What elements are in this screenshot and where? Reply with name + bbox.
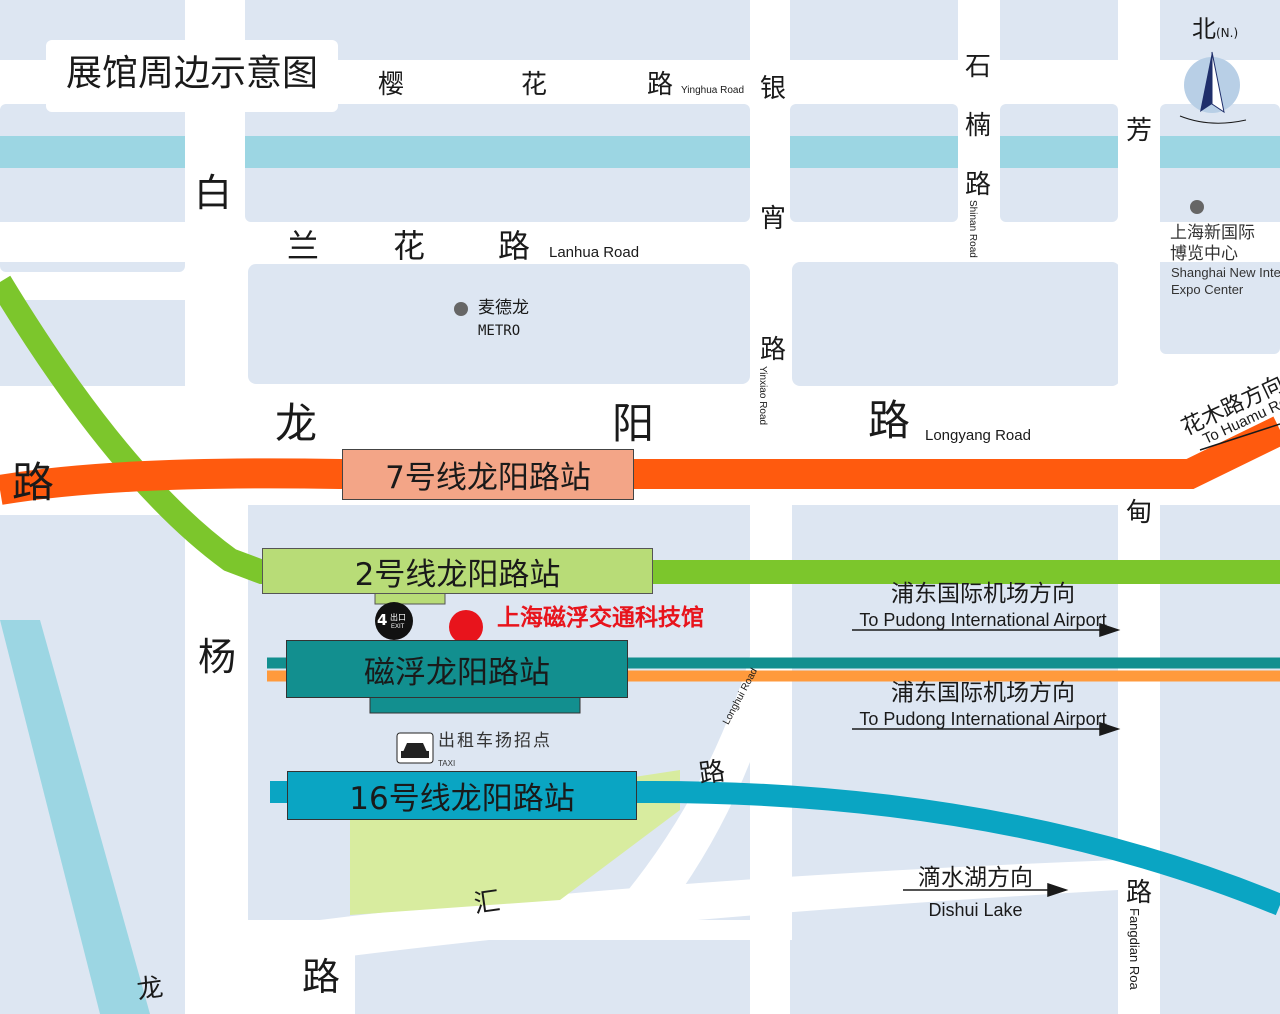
shinan-road-en: Shinan Road: [967, 200, 978, 258]
fangdian-road-en: Fangdian Roa: [1127, 908, 1142, 990]
direction-arrows: [852, 622, 1121, 898]
direction-pudong-2: 浦东国际机场方向 To Pudong International Airport: [850, 673, 1116, 730]
exit-zh: 出口: [390, 613, 406, 622]
lanhua-road-en: Lanhua Road: [549, 244, 640, 261]
direction-pudong-1-zh: 浦东国际机场方向: [891, 581, 1075, 607]
yinxiao-road-c3: 路: [760, 335, 787, 365]
metro-label: 麦德龙: [478, 298, 529, 318]
station-line2: 2号线龙阳路站: [262, 548, 653, 594]
direction-pudong-2-zh: 浦东国际机场方向: [891, 680, 1075, 706]
longhui-road-c2: 汇: [472, 886, 502, 920]
fangdian-road-c3: 路: [1126, 878, 1153, 908]
expo-label-1: 上海新国际: [1170, 223, 1255, 243]
shinan-road-c2: 楠: [965, 111, 992, 141]
yinghua-road-c2: 花: [521, 70, 548, 100]
longhui-road-c3: 龙: [135, 972, 165, 1006]
yinghua-road-c1: 樱: [378, 70, 405, 100]
expo-label-en1: Shanghai New Inte: [1171, 265, 1280, 280]
museum-label: 上海磁浮交通科技馆: [497, 605, 704, 631]
lanhua-road-c2: 花: [393, 227, 426, 265]
fangdian-road-c1: 芳: [1126, 116, 1153, 146]
exit-num: 4: [377, 611, 388, 629]
compass-icon: [1179, 51, 1247, 124]
yinxiao-road-c2: 宵: [760, 204, 787, 234]
direction-dishui-zh: 滴水湖方向: [918, 865, 1033, 891]
station-maglev: 磁浮龙阳路站: [286, 640, 628, 698]
yinxiao-road-en: Yinxiao Road: [757, 366, 768, 426]
lanhua-road-c3: 路: [498, 227, 531, 265]
longyang-road-c2: 阳: [612, 399, 655, 448]
yinghua-road-c3: 路: [647, 70, 674, 100]
longhui-road: [620, 620, 790, 920]
taxi-label: 出租车扬招点: [438, 731, 552, 751]
exit-icon: [375, 602, 413, 640]
direction-pudong-1-en: To Pudong International Airport: [859, 610, 1107, 630]
longyang-road-left: 路: [12, 458, 55, 507]
longyang-road-c1: 龙: [275, 399, 318, 448]
line7-track: [0, 416, 1280, 505]
fangdian-road-c2: 甸: [1126, 498, 1153, 528]
exit-en: EXIT: [391, 624, 405, 630]
metro-marker-icon: [454, 302, 468, 316]
direction-dishui: 滴水湖方向 Dishui Lake: [903, 858, 1048, 921]
direction-dishui-en: Dishui Lake: [928, 900, 1023, 920]
lanhua-road-c1: 兰: [287, 227, 320, 265]
longyang-road-c3: 路: [868, 396, 911, 445]
yinghua-road-en: Yinghua Road: [681, 85, 745, 96]
shinan-road-c1: 石: [965, 52, 992, 82]
bai-road-c1: 白: [194, 171, 233, 215]
station-line16: 16号线龙阳路站: [287, 771, 637, 820]
water-diagonal: [0, 620, 150, 1014]
longhui-road-c1: 路: [697, 756, 727, 790]
expo-label-en2: Expo Center: [1171, 282, 1244, 297]
line16-track: [270, 780, 1280, 916]
taxi-icon: [396, 732, 434, 764]
shinan-road-c3: 路: [965, 170, 992, 200]
yinxiao-road-c1: 银: [760, 74, 787, 104]
taxi-label-en: TAXI: [438, 759, 456, 768]
expo-label-2: 博览中心: [1170, 244, 1238, 264]
direction-pudong-1: 浦东国际机场方向 To Pudong International Airport: [850, 574, 1116, 631]
longyang-road-en: Longyang Road: [925, 427, 1031, 444]
station-line7: 7号线龙阳路站: [342, 449, 634, 500]
page-title: 展馆周边示意图: [66, 53, 319, 94]
huamu-line: [1199, 423, 1280, 451]
longhui-road-c4: 路: [302, 955, 341, 999]
expo-marker-icon: [1190, 200, 1204, 214]
direction-pudong-2-en: To Pudong International Airport: [859, 709, 1107, 729]
yang-road-c2: 杨: [198, 635, 237, 679]
compass-label: 北(N.): [1192, 15, 1239, 43]
metro-label-en: METRO: [478, 323, 521, 339]
title-box: [46, 40, 338, 112]
museum-marker-icon: [449, 610, 483, 644]
